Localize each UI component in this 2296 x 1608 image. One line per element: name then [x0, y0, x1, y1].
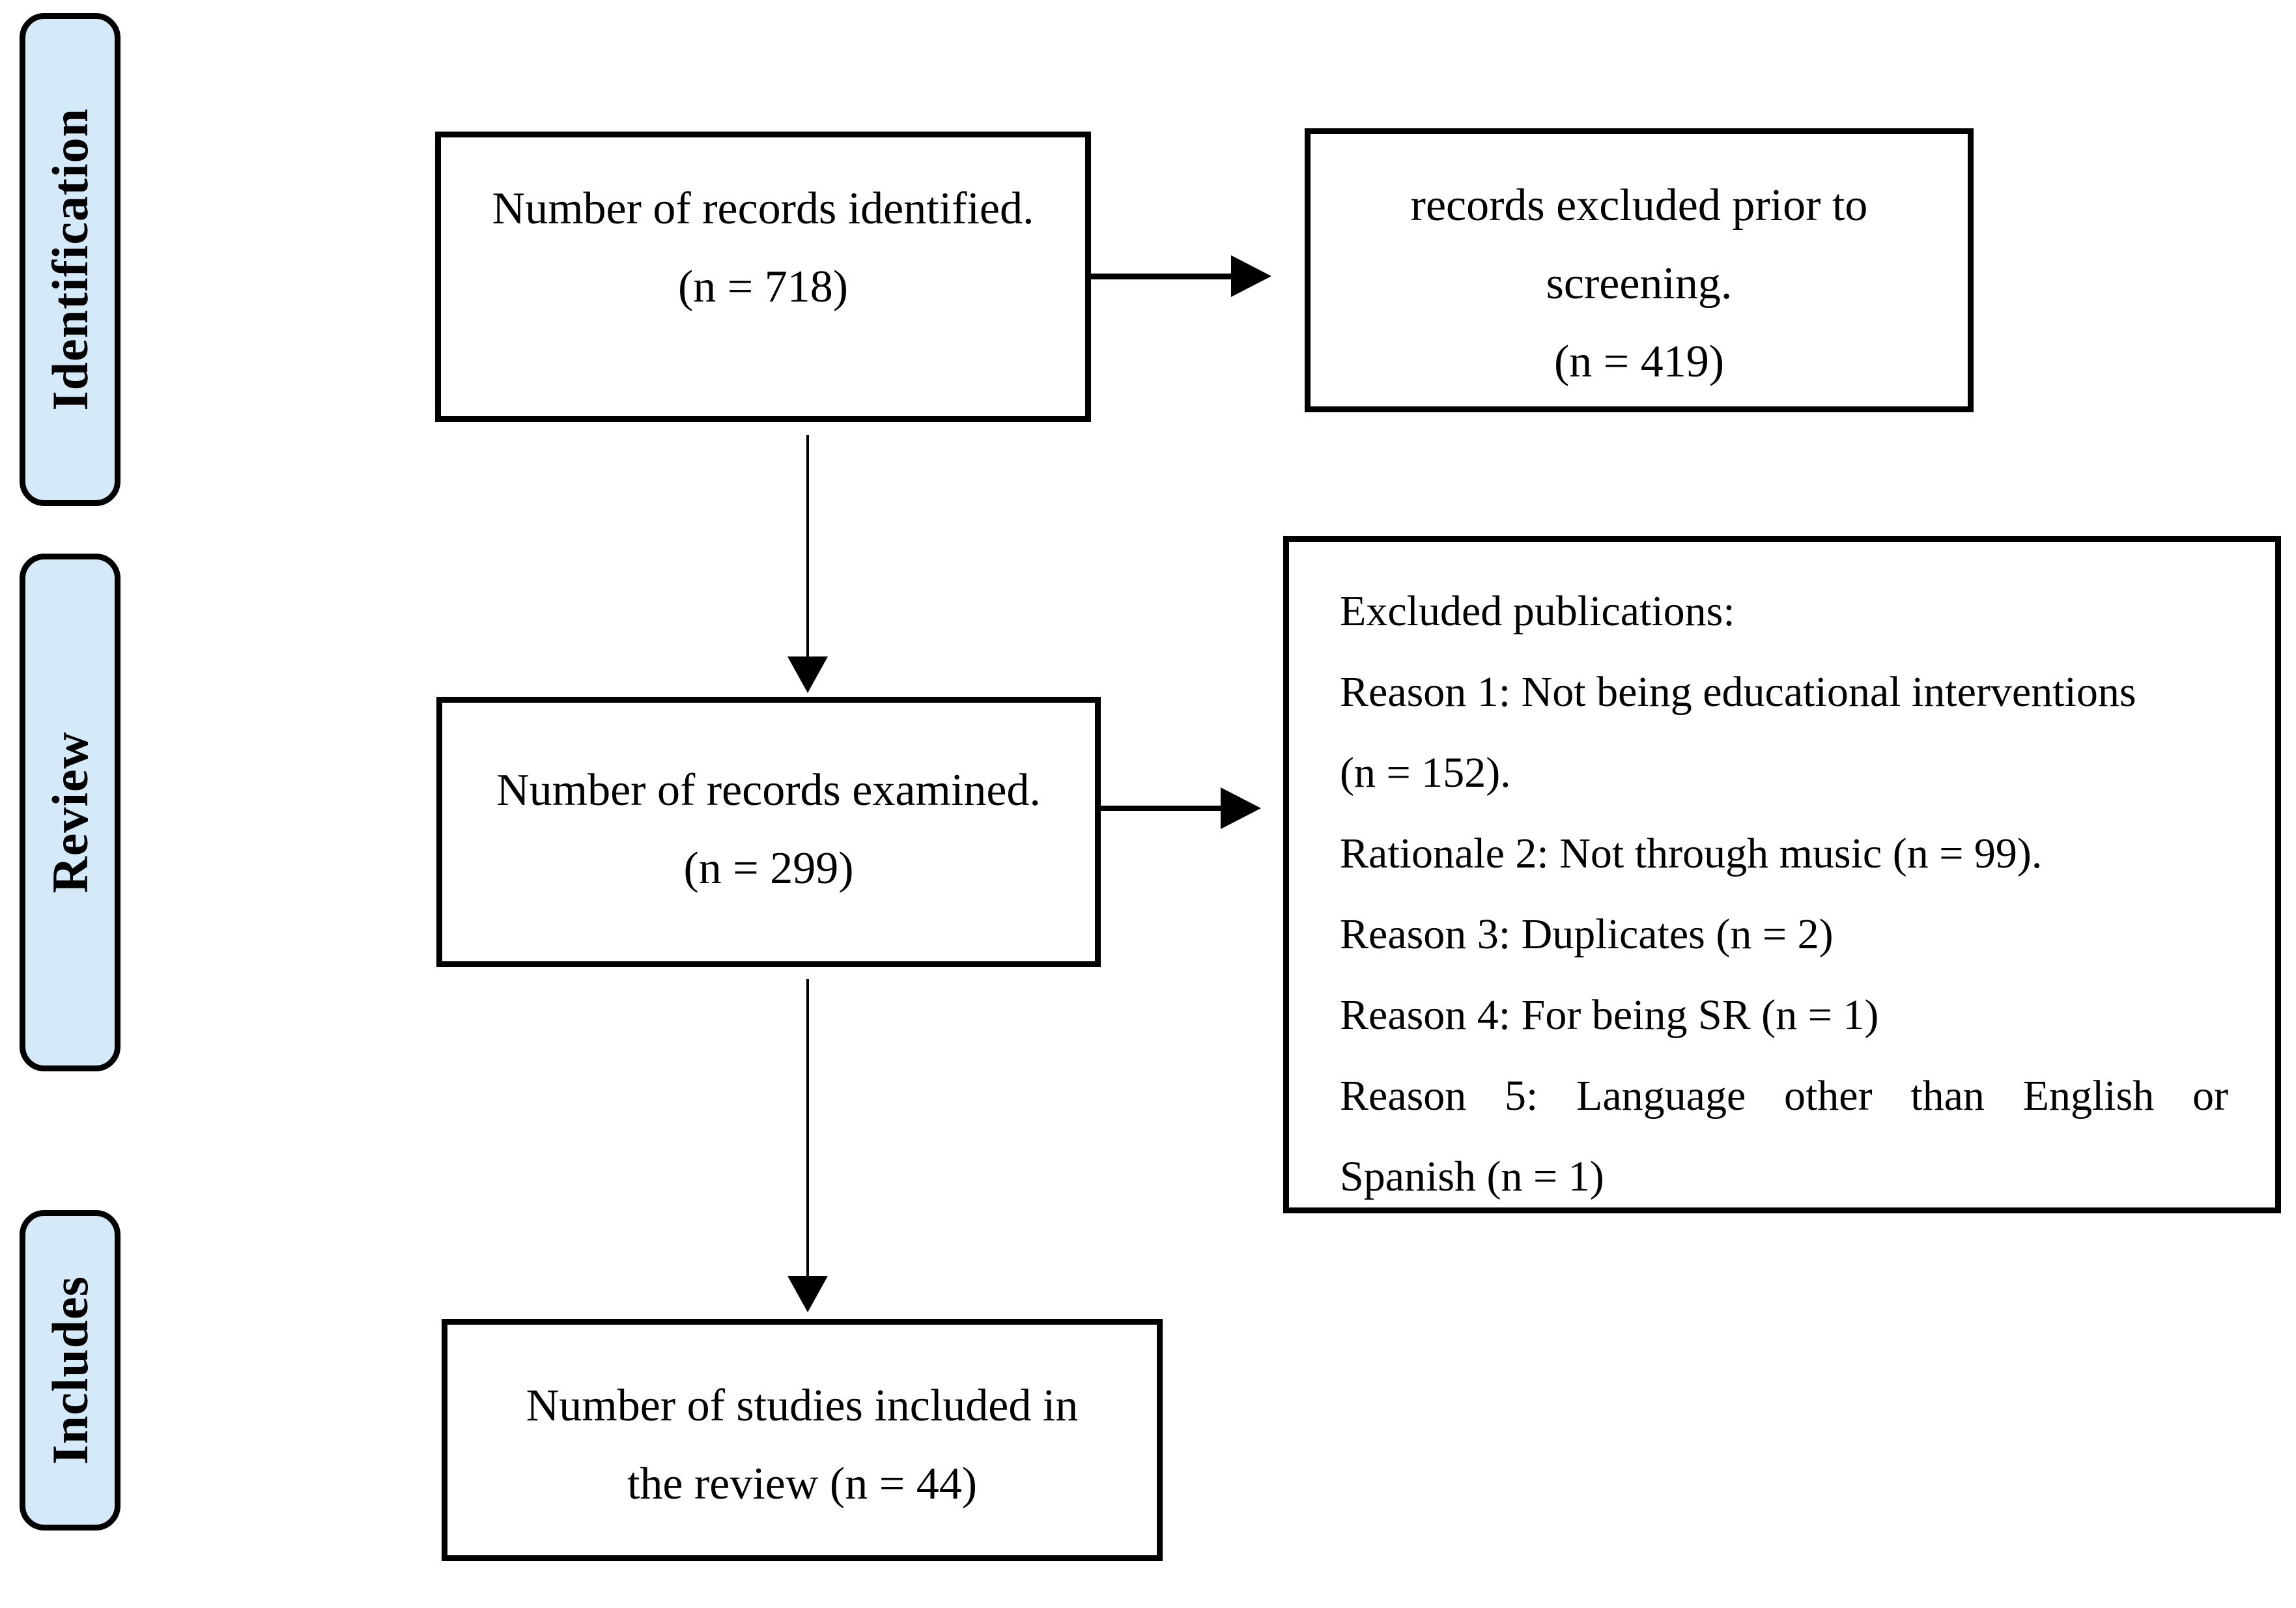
arrow-examined-to-excluded-pubs-head: [1221, 787, 1261, 829]
box-records-excluded-prior: records excluded prior to screening. (n …: [1305, 128, 1974, 412]
box-studies-included-line2: the review (n = 44): [627, 1459, 978, 1509]
stage-label-review-text: Review: [41, 731, 98, 894]
box-records-identified-line2: (n = 718): [677, 262, 849, 312]
arrow-identified-to-examined-head: [787, 656, 828, 693]
excluded-reason-2: Rationale 2: Not through music (n = 99).: [1340, 830, 2043, 877]
box-studies-included-line1: Number of studies included in: [526, 1381, 1079, 1431]
stage-label-includes: Includes: [20, 1210, 120, 1530]
arrow-identified-to-excluded-head: [1231, 255, 1271, 297]
box-studies-included: Number of studies included in the review…: [442, 1319, 1163, 1561]
stage-label-review: Review: [20, 554, 120, 1071]
arrow-identified-to-examined-line: [806, 435, 809, 658]
stage-label-identification-text: Identification: [41, 108, 98, 411]
stage-label-identification: Identification: [20, 13, 120, 506]
excluded-reason-3: Reason 3: Duplicates (n = 2): [1340, 910, 1834, 958]
box-records-excluded-prior-line1: records excluded prior to: [1410, 180, 1868, 231]
box-excluded-publications: Excluded publications: Reason 1: Not bei…: [1283, 536, 2281, 1213]
arrow-examined-to-included-line: [806, 979, 809, 1277]
arrow-examined-to-included-head: [787, 1276, 828, 1312]
box-records-excluded-prior-line3: (n = 419): [1553, 337, 1725, 387]
excluded-reason-5-continued: Spanish (n = 1): [1340, 1153, 1604, 1200]
box-records-identified-line1: Number of records identified.: [492, 184, 1034, 234]
box-records-examined-line1: Number of records examined.: [496, 765, 1041, 815]
box-records-examined-line2: (n = 299): [683, 843, 854, 894]
stage-label-includes-text: Includes: [41, 1276, 98, 1465]
excluded-reason-4: Reason 4: For being SR (n = 1): [1340, 991, 1879, 1039]
excluded-reason-5: Reason 5: Language other than English or: [1340, 1072, 2228, 1120]
excluded-publications-heading: Excluded publications:: [1340, 587, 1735, 635]
box-records-identified: Number of records identified. (n = 718): [435, 132, 1091, 422]
arrow-identified-to-excluded-line: [1091, 274, 1232, 279]
excluded-reason-1: Reason 1: Not being educational interven…: [1340, 668, 2136, 716]
box-records-examined: Number of records examined. (n = 299): [436, 697, 1101, 967]
box-records-excluded-prior-line2: screening.: [1546, 259, 1733, 309]
arrow-examined-to-excluded-pubs-line: [1098, 806, 1222, 811]
excluded-reason-1-count: (n = 152).: [1340, 749, 1511, 797]
